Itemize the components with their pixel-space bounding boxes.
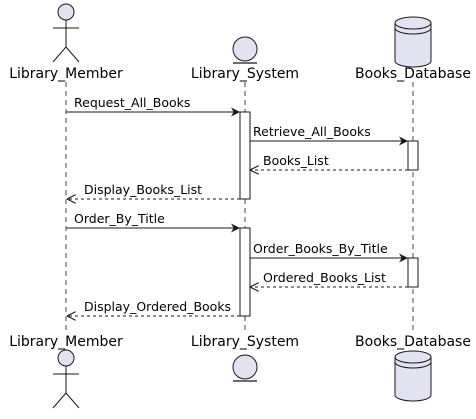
actor-icon — [52, 349, 80, 409]
message-label: Ordered_Books_List — [263, 270, 386, 285]
actor-icon — [52, 3, 80, 63]
message-label: Retrieve_All_Books — [253, 124, 371, 139]
participant-name-books-database: Books_Database — [355, 66, 471, 82]
entity-icon — [232, 36, 258, 64]
activation-bar — [239, 111, 251, 200]
message-label: Display_Ordered_Books — [84, 299, 231, 314]
message-label: Order_Books_By_Title — [253, 241, 388, 256]
participant-name-library-system: Library_System — [191, 334, 299, 350]
participant-name-books-database: Books_Database — [355, 334, 471, 350]
database-icon — [394, 16, 432, 68]
activation-bar — [407, 257, 419, 288]
message-label: Books_List — [263, 153, 329, 168]
entity-icon — [232, 354, 258, 382]
message-label: Display_Books_List — [84, 182, 202, 197]
activation-bar — [239, 227, 251, 317]
message-label: Request_All_Books — [74, 95, 190, 110]
message-label: Order_By_Title — [74, 211, 165, 226]
activation-bar — [407, 140, 419, 171]
database-icon — [394, 350, 432, 402]
participant-name-library-member: Library_Member — [9, 66, 123, 82]
participant-name-library-member: Library_Member — [9, 334, 123, 350]
participant-name-library-system: Library_System — [191, 66, 299, 82]
